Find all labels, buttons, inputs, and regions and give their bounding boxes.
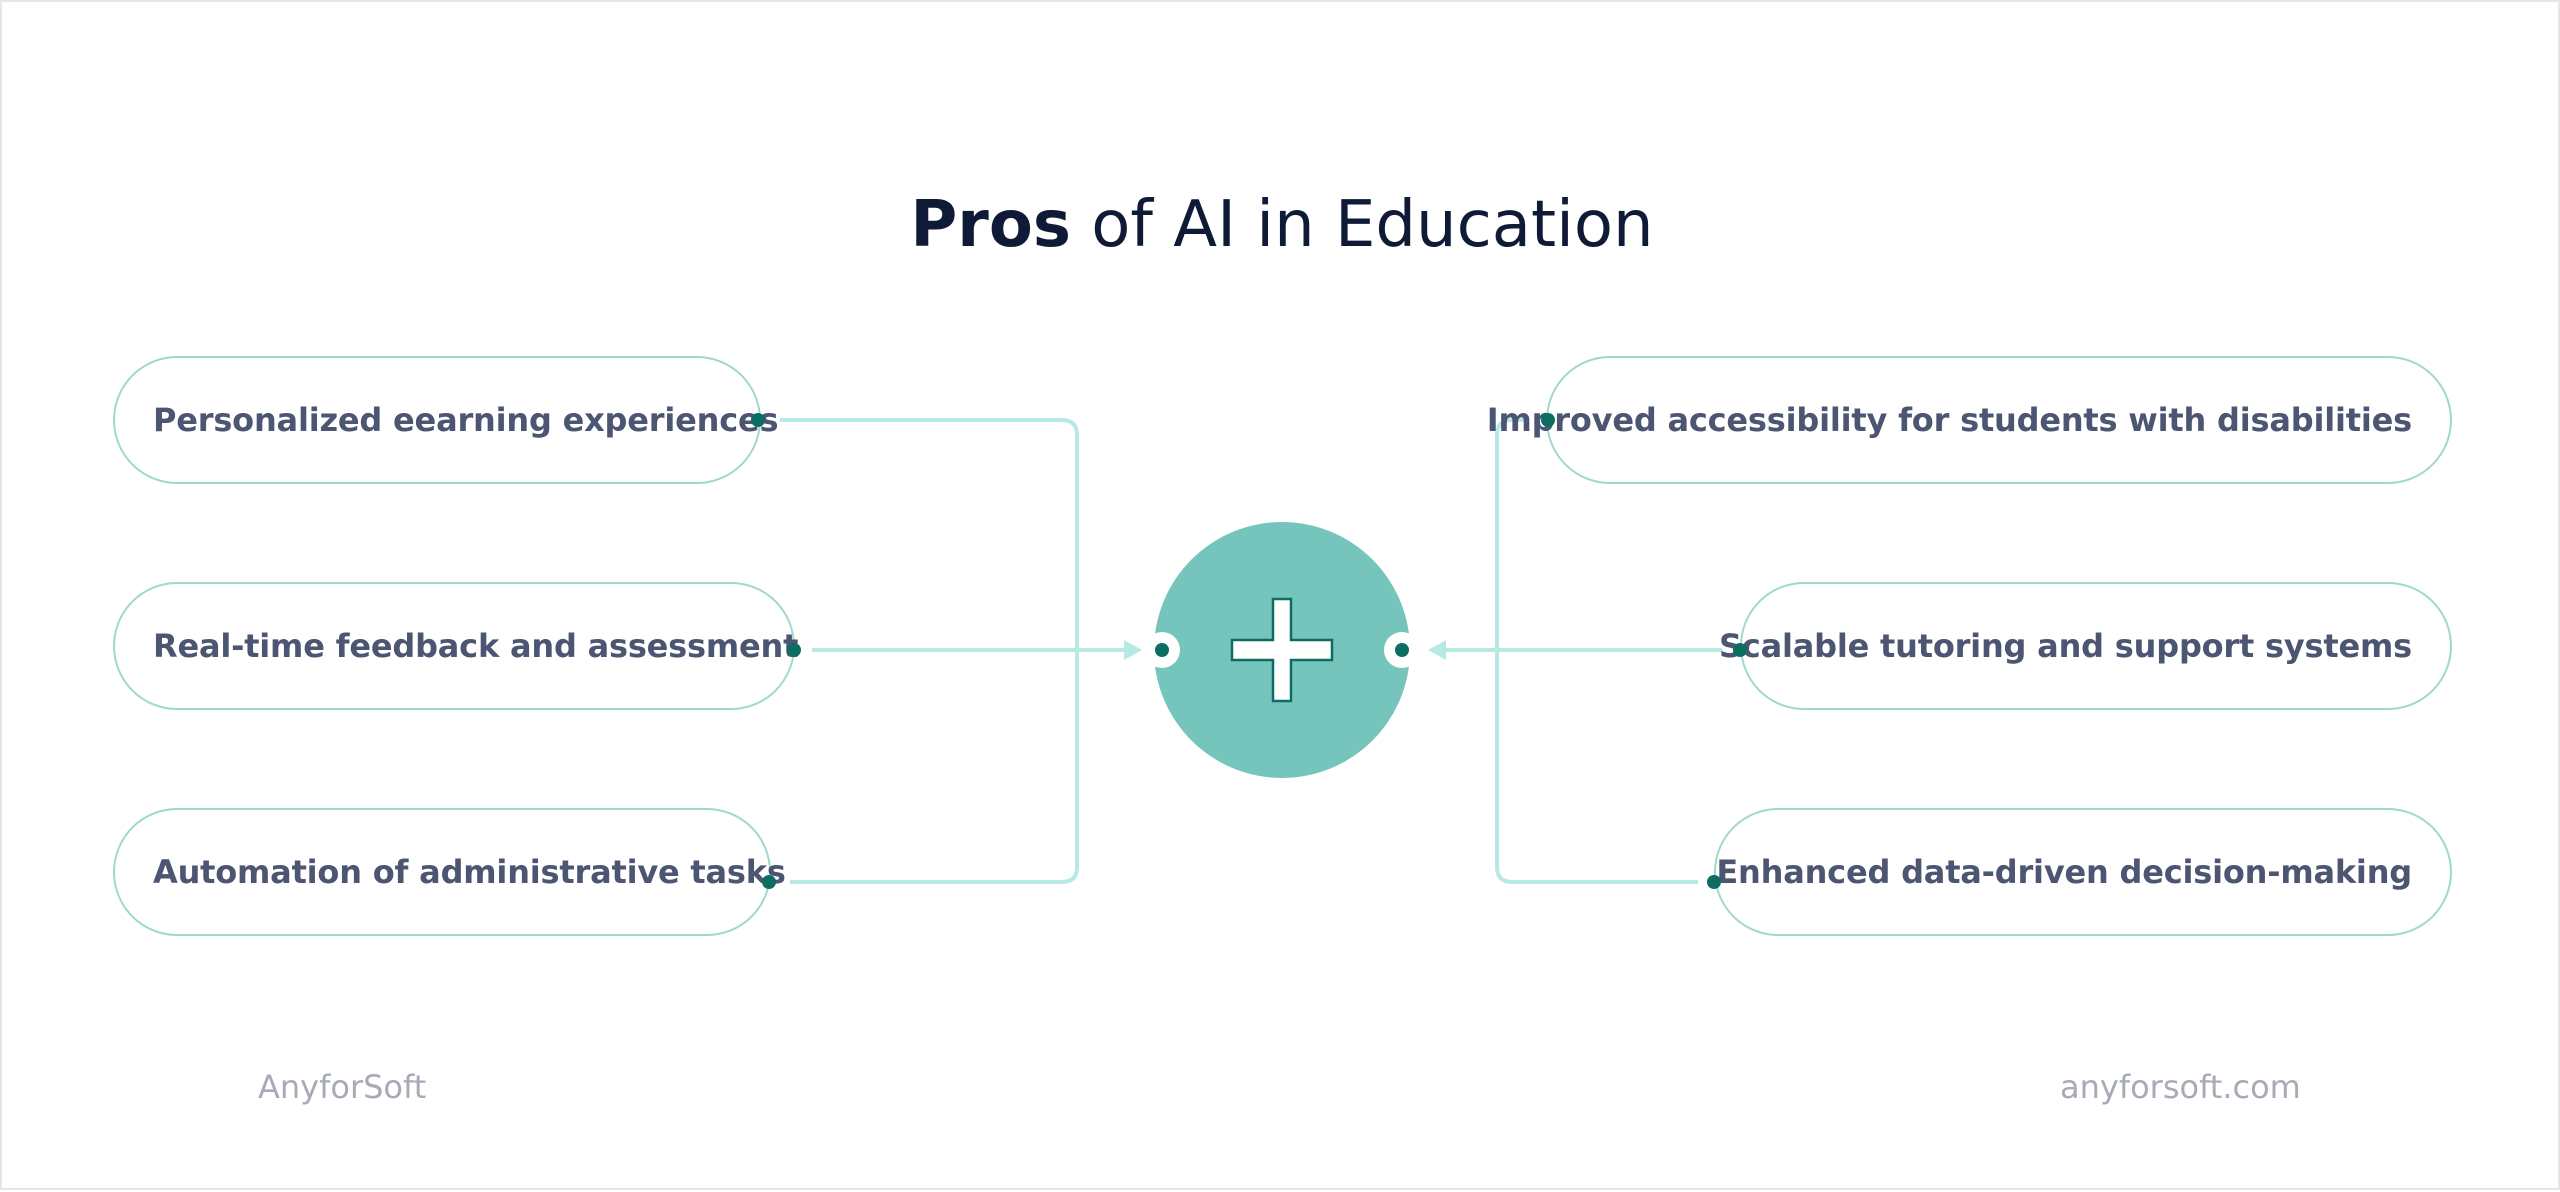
- pro-item-label: Personalized eearning experiences: [153, 401, 779, 439]
- pro-item-left-2: Real-time feedback and assessment: [113, 582, 799, 710]
- arrowhead-left: [1124, 640, 1142, 660]
- arrowhead-right: [1428, 640, 1446, 660]
- center-port-right-dot: [1395, 643, 1409, 657]
- page-title: Pros of AI in Education: [2, 180, 2560, 270]
- pill-dot-left-3: [762, 875, 776, 889]
- pill-dot-right-1: [1541, 413, 1555, 427]
- center-port-left-dot: [1155, 643, 1169, 657]
- pro-item-right-3: Enhanced data-driven decision-making: [1714, 808, 2452, 936]
- pill-dot-right-2: [1733, 643, 1747, 657]
- pro-item-right-2: Scalable tutoring and support systems: [1719, 582, 2452, 710]
- pro-item-label: Improved accessibility for students with…: [1486, 401, 2412, 439]
- pill-dot-left-1: [751, 413, 765, 427]
- plus-icon: [1230, 597, 1334, 703]
- pill-dot-left-2: [787, 643, 801, 657]
- title-rest: of AI in Education: [1070, 188, 1654, 262]
- pro-item-label: Enhanced data-driven decision-making: [1716, 853, 2412, 891]
- pro-item-right-1: Improved accessibility for students with…: [1487, 356, 2452, 484]
- pro-item-left-3: Automation of administrative tasks: [113, 808, 786, 936]
- pill-dot-right-3: [1707, 875, 1721, 889]
- title-strong: Pros: [910, 188, 1071, 262]
- pro-item-label: Real-time feedback and assessment: [153, 627, 799, 665]
- brand-url: anyforsoft.com: [2060, 1068, 2301, 1106]
- pro-item-label: Automation of administrative tasks: [153, 853, 786, 891]
- brand-name: AnyforSoft: [258, 1068, 427, 1106]
- pro-item-left-1: Personalized eearning experiences: [113, 356, 779, 484]
- pro-item-label: Scalable tutoring and support systems: [1718, 627, 2412, 665]
